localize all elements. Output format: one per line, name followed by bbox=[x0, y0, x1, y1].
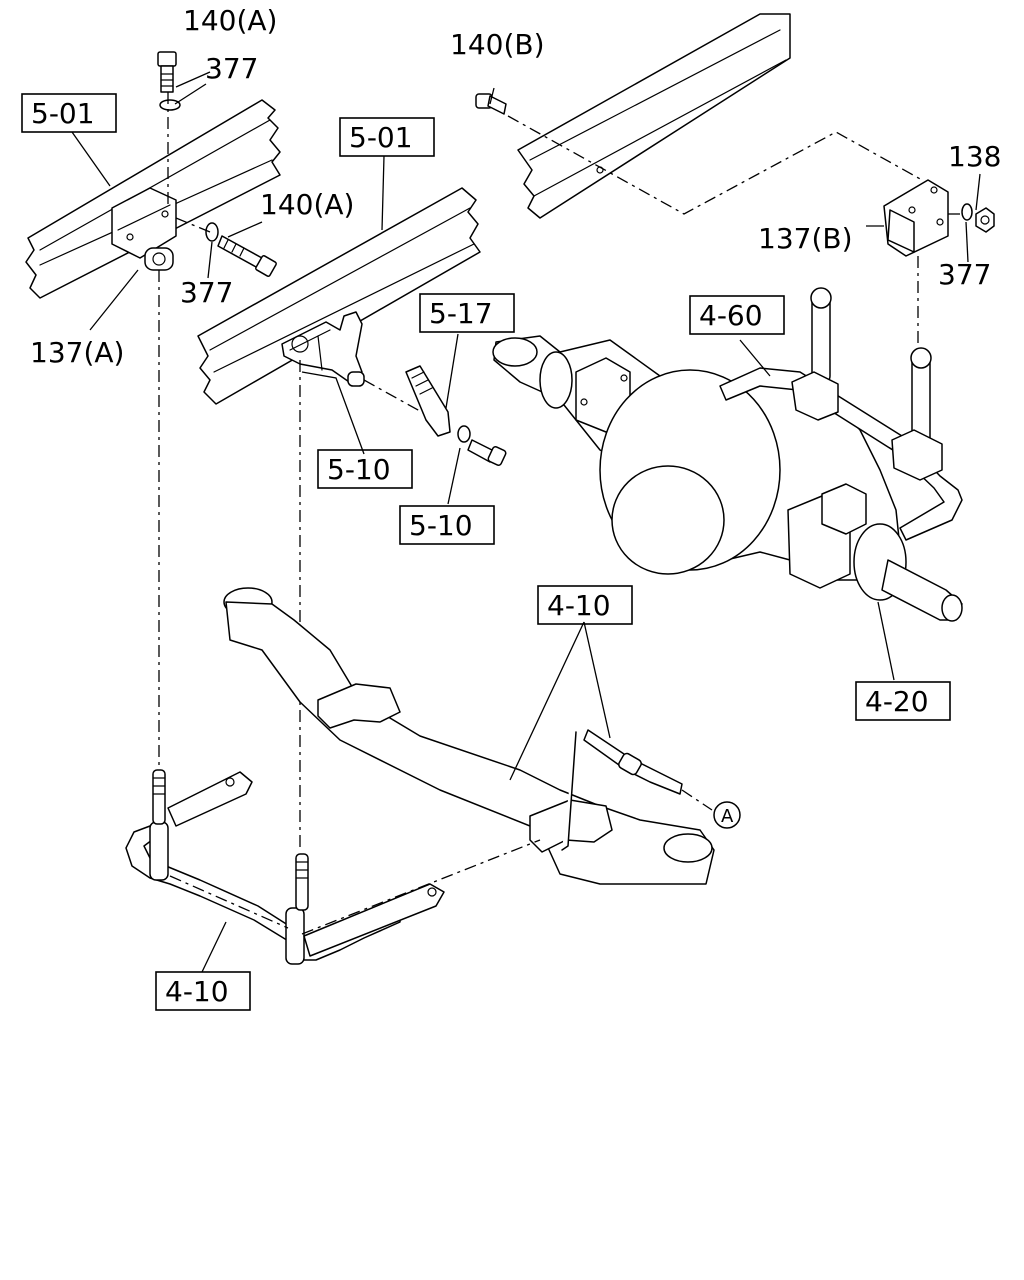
box-510-a bbox=[317, 449, 413, 489]
frame-rail-center bbox=[197, 187, 481, 405]
nut-138 bbox=[975, 207, 995, 233]
callout-501-center: 5-01 bbox=[349, 121, 413, 154]
bolt-140a-mid bbox=[217, 235, 277, 277]
box-410-top bbox=[537, 585, 633, 625]
box-501-center bbox=[339, 117, 435, 157]
bolt-510 bbox=[457, 425, 507, 466]
callout-510-a: 5-10 bbox=[327, 453, 391, 486]
washer-377-mid bbox=[205, 222, 219, 242]
callout-377-mid: 377 bbox=[180, 276, 233, 309]
front-stabilizer-bar bbox=[125, 769, 445, 965]
callout-517: 5-17 bbox=[429, 297, 493, 330]
callout-377-top: 377 bbox=[205, 52, 258, 85]
bracket-137b bbox=[883, 179, 949, 257]
box-517 bbox=[419, 293, 515, 333]
box-420 bbox=[855, 681, 951, 721]
bolt-140b bbox=[475, 93, 507, 115]
callout-140b: 140(B) bbox=[450, 28, 545, 61]
callout-410-top: 4-10 bbox=[547, 589, 611, 622]
callout-510-b: 5-10 bbox=[409, 509, 473, 542]
washer-377-top bbox=[159, 99, 181, 111]
box-460 bbox=[689, 295, 785, 335]
callout-377-right: 377 bbox=[938, 258, 991, 291]
callout-460: 4-60 bbox=[699, 299, 763, 332]
callout-137a: 137(A) bbox=[30, 336, 124, 369]
rear-stabilizer-bar bbox=[719, 287, 963, 541]
rear-axle bbox=[492, 335, 963, 622]
box-501-left bbox=[21, 93, 117, 133]
callout-137b: 137(B) bbox=[758, 222, 853, 255]
washer-377-right bbox=[961, 203, 973, 221]
bolt-140a-top bbox=[157, 51, 177, 93]
callout-138: 138 bbox=[948, 140, 1001, 173]
callout-140a-mid: 140(A) bbox=[260, 188, 354, 221]
callout-410-bottom: 4-10 bbox=[165, 975, 229, 1008]
callout-420: 4-20 bbox=[865, 685, 929, 718]
box-410-bottom bbox=[155, 971, 251, 1011]
callout-501-left: 5-01 bbox=[31, 97, 95, 130]
frame-rail-right bbox=[517, 13, 791, 219]
box-510-b bbox=[399, 505, 495, 545]
marker-a: A bbox=[721, 806, 734, 827]
front-axle bbox=[223, 587, 715, 885]
bracket-137a bbox=[111, 187, 177, 271]
king-pin-a bbox=[583, 729, 683, 795]
link-517 bbox=[405, 365, 451, 437]
callout-140a-top: 140(A) bbox=[183, 4, 277, 37]
